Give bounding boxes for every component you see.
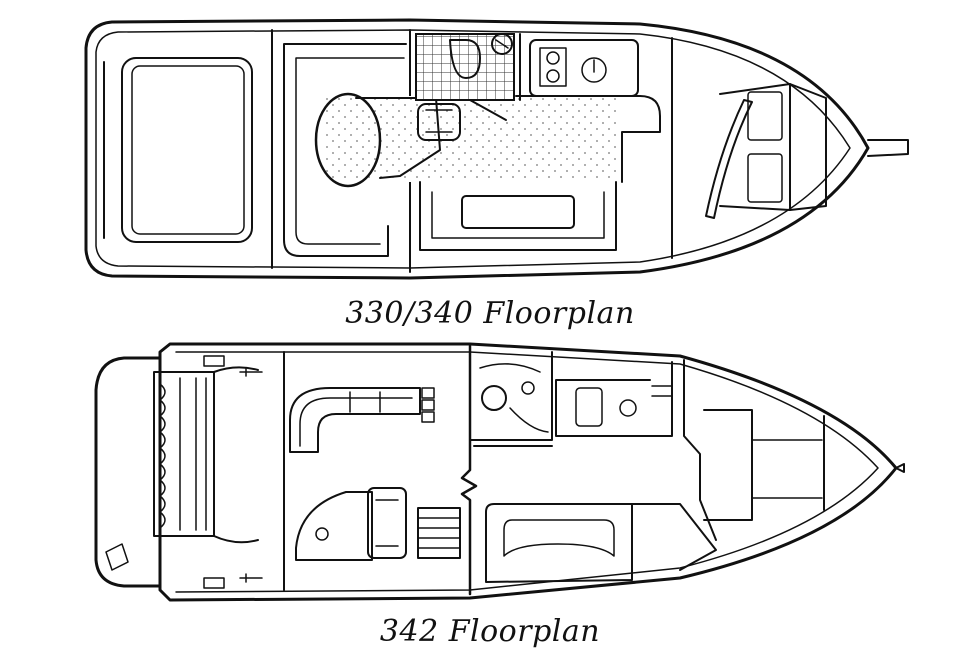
companionway-steps: [417, 507, 461, 559]
door-swing: [509, 407, 549, 433]
bow-tip: [895, 463, 905, 473]
bow-rail: [867, 139, 909, 157]
companion-steps: [417, 103, 461, 141]
swim-platform: [94, 356, 162, 588]
galley-counter: [555, 361, 673, 437]
door-swing: [469, 99, 507, 121]
cockpit-seating: [283, 43, 407, 257]
berth-filler: [705, 99, 753, 219]
galley-sink-icon: [619, 399, 637, 417]
toilet-icon: [449, 39, 481, 79]
dinette-table: [461, 195, 575, 229]
sink-icon: [491, 33, 513, 55]
dinette-table: [503, 519, 615, 557]
helm-console: [295, 491, 373, 561]
burner-icon: [546, 51, 560, 65]
galley-stove: [575, 387, 603, 427]
head-sink-icon: [521, 381, 535, 395]
hull-inner-line: [95, 29, 851, 269]
dinette: [485, 503, 633, 583]
plan-342: [94, 342, 905, 602]
plan-caption-342: 342 Floorplan: [379, 614, 601, 649]
cushion-wave: [159, 383, 166, 529]
wheel-icon: [315, 527, 329, 541]
cabin-bulkhead: [460, 344, 478, 596]
cleat-icon: [239, 573, 263, 583]
toilet-icon: [481, 385, 507, 411]
burner-icon: [546, 69, 560, 83]
cockpit-settee: [289, 387, 421, 453]
aft-seat-curve: [213, 366, 259, 544]
v-berth: [703, 409, 753, 521]
plan-caption-330-340: 330/340 Floorplan: [345, 296, 635, 331]
galley-counter: [415, 33, 515, 101]
forward-bulkhead: [683, 359, 717, 541]
galley-sink-icon: [581, 57, 607, 83]
plan-330-340: [84, 18, 909, 280]
head-compartment: [469, 351, 553, 447]
helm-oval: [314, 92, 382, 188]
transom-gate: [105, 543, 129, 571]
berth-cushion: [747, 153, 783, 203]
dinette-seating: [419, 181, 617, 251]
aft-lounge: [121, 57, 253, 243]
aft-sunpad: [153, 371, 215, 537]
hull-outline: [84, 18, 870, 280]
cockpit-floor: [322, 96, 620, 182]
cleat-icon: [239, 367, 263, 377]
hull-outline: [158, 342, 898, 602]
v-berth: [719, 83, 791, 211]
helm-seat: [367, 487, 407, 559]
berth-cushion: [747, 91, 783, 141]
